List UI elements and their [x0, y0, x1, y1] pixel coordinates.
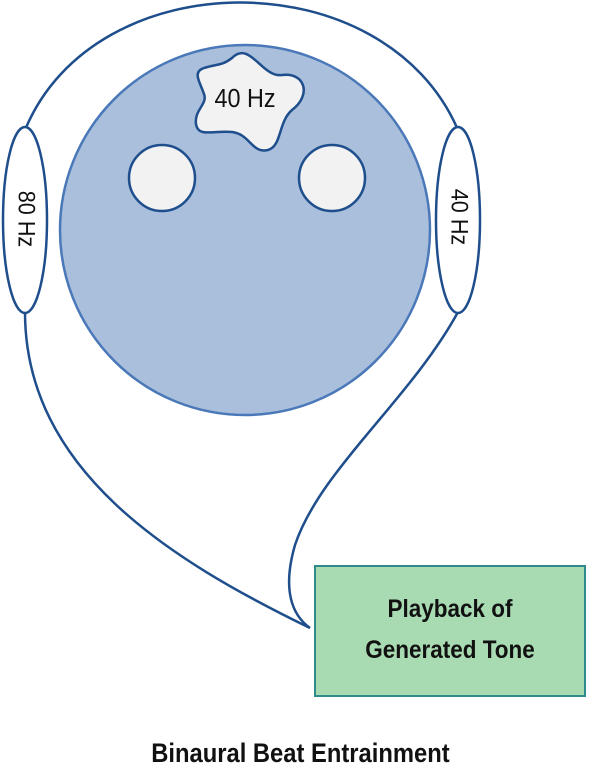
- right-cable: [287, 311, 460, 630]
- right-eye: [297, 143, 367, 213]
- playback-box: [314, 565, 586, 697]
- left-ear-frequency-label: 80 Hz: [13, 191, 40, 247]
- diagram-caption: Binaural Beat Entrainment: [151, 738, 450, 768]
- head: [58, 43, 432, 417]
- headphone-band: [23, 1, 460, 131]
- left-cable: [23, 311, 311, 630]
- left-eye: [127, 143, 197, 213]
- beat-star-shape: [194, 51, 305, 152]
- right-ear-frequency-label: 40 Hz: [446, 189, 473, 245]
- right-ear-cup: [434, 125, 482, 315]
- playback-box-line1: Playback of: [388, 595, 513, 623]
- beat-frequency-label: 40 Hz: [214, 85, 275, 113]
- playback-box-line2: Generated Tone: [365, 636, 535, 664]
- left-ear-cup: [1, 125, 49, 315]
